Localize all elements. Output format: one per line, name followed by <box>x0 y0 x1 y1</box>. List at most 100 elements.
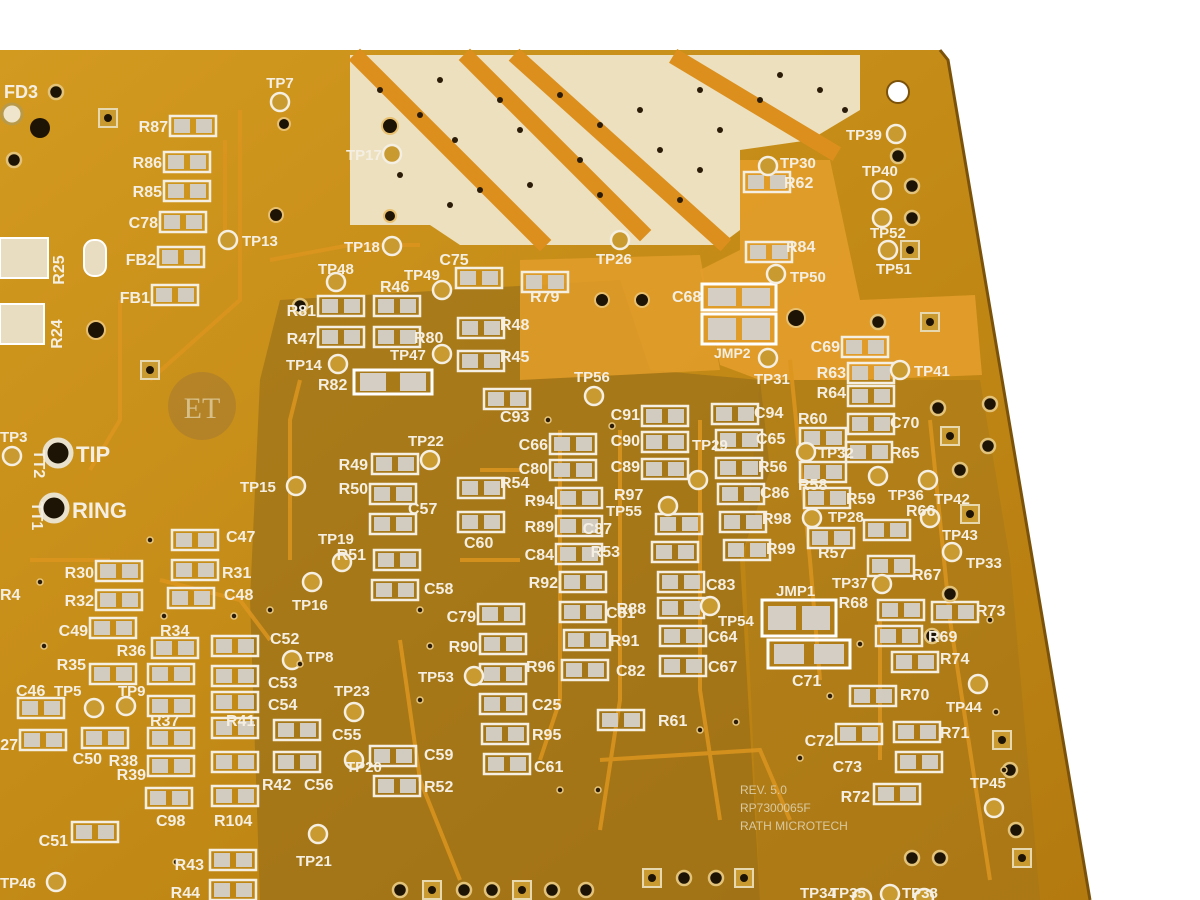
label-c59: C59 <box>424 747 453 764</box>
label-c87: C87 <box>583 521 612 538</box>
label-ring: RING <box>72 498 127 523</box>
via <box>675 869 693 887</box>
test-point-tp46 <box>45 871 67 893</box>
label-r46: R46 <box>380 279 409 296</box>
label-c73: C73 <box>833 759 862 776</box>
smd-r104 <box>210 784 260 808</box>
label-r68: R68 <box>839 595 868 612</box>
smd-r87 <box>168 114 218 138</box>
label-tp20: TP20 <box>346 759 382 776</box>
smd-c89 <box>640 457 690 481</box>
via <box>734 868 754 888</box>
label-r64: R64 <box>817 385 846 402</box>
smd-c46 <box>16 696 66 720</box>
label-r80: R80 <box>414 330 443 347</box>
label-r79: R79 <box>530 289 559 306</box>
label-r62: R62 <box>784 175 813 192</box>
label-r49: R49 <box>339 457 368 474</box>
label-c48: C48 <box>224 587 253 604</box>
via <box>992 708 1000 716</box>
via <box>903 209 921 227</box>
label-tp14: TP14 <box>286 357 323 374</box>
label-c83: C83 <box>706 577 735 594</box>
smd-r86 <box>162 150 212 174</box>
via <box>5 151 23 169</box>
label-tp33: TP33 <box>966 555 1002 572</box>
label-c53: C53 <box>268 675 297 692</box>
test-point-tp13 <box>217 229 239 251</box>
smd-c90 <box>640 430 690 454</box>
via <box>36 578 44 586</box>
revision-text: REV. 5.0 <box>740 783 787 797</box>
label-c60: C60 <box>464 535 493 552</box>
via <box>483 881 501 899</box>
via <box>1007 821 1025 839</box>
label-c50: C50 <box>73 751 102 768</box>
via <box>266 606 274 614</box>
label-tp41: TP41 <box>914 363 950 380</box>
smd-r91 <box>562 628 612 652</box>
label-tp45: TP45 <box>970 775 1006 792</box>
test-point-tp53 <box>463 665 485 687</box>
label-c93: C93 <box>500 409 529 426</box>
smd-c78 <box>158 210 208 234</box>
smd-r61 <box>596 708 646 732</box>
label-tp8: TP8 <box>306 649 334 666</box>
smd-c49 <box>88 616 138 640</box>
label-r96: R96 <box>526 659 555 676</box>
smd-c53 <box>210 664 260 688</box>
smd-c84 <box>554 542 604 566</box>
label-tp38: TP38 <box>902 885 938 900</box>
label-c82: C82 <box>616 663 645 680</box>
via <box>140 360 160 380</box>
label-r30: R30 <box>65 565 94 582</box>
smd-c91 <box>640 404 690 428</box>
label-tp32: TP32 <box>818 445 854 462</box>
test-point-tp19 <box>331 551 353 573</box>
label-r91: R91 <box>610 633 639 650</box>
via <box>1000 766 1008 774</box>
test-point-tp50 <box>765 263 787 285</box>
via <box>391 881 409 899</box>
label-tp18: TP18 <box>344 239 380 256</box>
via <box>230 612 238 620</box>
smd-r72 <box>872 782 922 806</box>
smd-r84 <box>744 240 794 264</box>
label-c56: C56 <box>304 777 333 794</box>
label-tp37: TP37 <box>832 575 868 592</box>
smd-c79 <box>476 602 526 626</box>
test-point-tp35 <box>879 883 901 900</box>
mounting-hole-top-right <box>886 80 910 104</box>
test-point-tp33 <box>941 541 963 563</box>
label-c79: C79 <box>447 609 476 626</box>
label-tp55: TP55 <box>606 503 642 520</box>
smd-r79 <box>520 270 570 294</box>
label-tp5: TP5 <box>54 683 82 700</box>
label-r57: R57 <box>818 545 847 562</box>
smd-r37 <box>146 694 196 718</box>
smd-fb1 <box>150 283 200 307</box>
via <box>856 640 864 648</box>
label-r84: R84 <box>786 239 815 256</box>
label-c57: C57 <box>408 501 437 518</box>
test-point-tp3 <box>1 445 23 467</box>
label-tp22: TP22 <box>408 433 444 450</box>
smd-r68 <box>876 598 926 622</box>
smd-r35 <box>88 662 138 686</box>
copper-pour <box>350 55 860 245</box>
smd-r59 <box>802 486 852 510</box>
via <box>869 313 887 331</box>
via <box>422 880 442 900</box>
via <box>923 627 941 645</box>
label-r66: R66 <box>906 503 935 520</box>
via <box>291 297 309 315</box>
label-c70: C70 <box>890 415 919 432</box>
label-r43: R43 <box>175 857 204 874</box>
test-point-tp56 <box>583 385 605 407</box>
label-tp51: TP51 <box>876 261 912 278</box>
via <box>903 849 921 867</box>
smd-r45 <box>456 349 506 373</box>
label-r95: R95 <box>532 727 561 744</box>
smd-c27 <box>18 728 68 752</box>
